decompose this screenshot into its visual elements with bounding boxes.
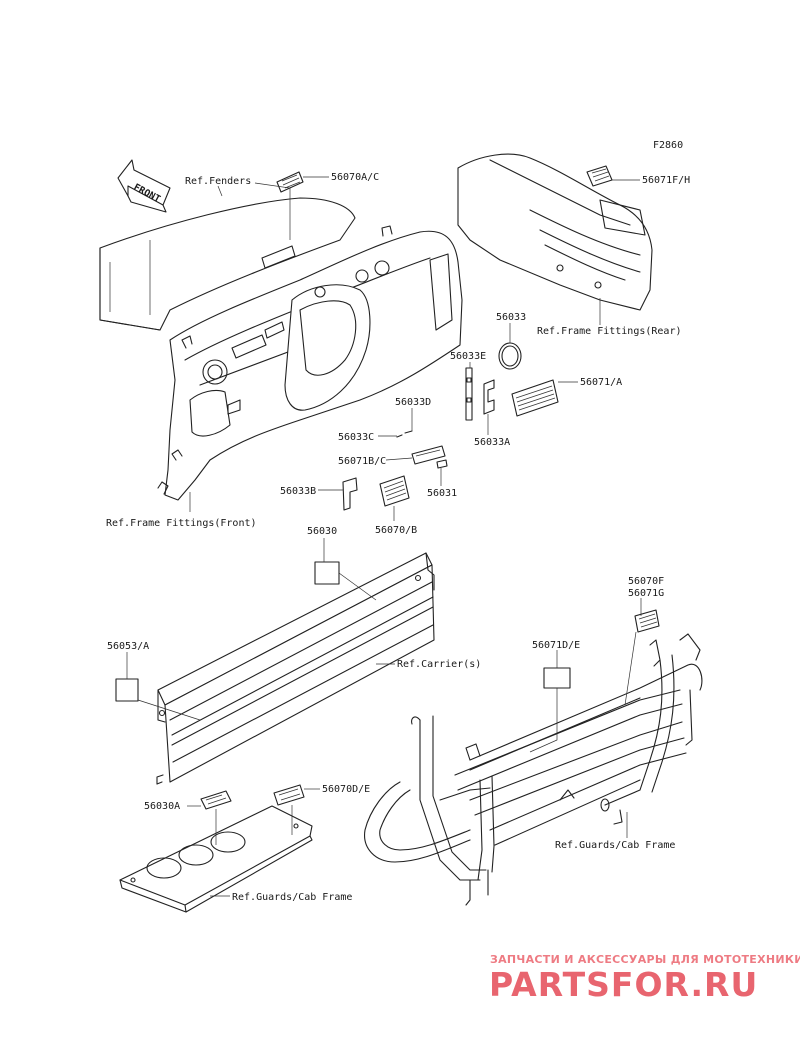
label-56070f: 56070F	[628, 576, 664, 587]
label-56030: 56030	[307, 526, 337, 537]
decal-56071de	[543, 667, 571, 689]
label-56033d: 56033D	[395, 397, 431, 408]
decal-56070de	[273, 784, 305, 806]
front-arrow-icon: FRONT	[117, 159, 171, 213]
clamp-56033	[498, 342, 522, 370]
label-ref-frame-rear: Ref.Frame Fittings(Rear)	[537, 326, 682, 337]
label-ref-guards-right: Ref.Guards/Cab Frame	[555, 840, 675, 851]
label-56071fh: 56071F/H	[642, 175, 690, 186]
label-ref-guards-left: Ref.Guards/Cab Frame	[232, 892, 352, 903]
bracket-56033a	[483, 379, 495, 415]
label-56033: 56033	[496, 312, 526, 323]
floor-plate	[119, 805, 313, 913]
decal-56071fh	[586, 165, 613, 187]
bracket-56033b	[342, 477, 358, 511]
decal-56030a	[200, 790, 232, 810]
label-56070ac: 56070A/C	[331, 172, 379, 183]
watermark-brand: PARTSFOR.RU	[489, 965, 758, 1004]
decal-56070b	[379, 475, 410, 507]
label-56071g: 56071G	[628, 588, 664, 599]
label-ref-fenders: Ref.Fenders	[185, 176, 251, 187]
carrier-panel	[156, 552, 435, 785]
leader-lines	[126, 176, 642, 897]
part-56033c	[396, 430, 413, 438]
watermark: ЗАПЧАСТИ И АКСЕССУАРЫ ДЛЯ МОТОТЕХНИКИ PA…	[489, 953, 800, 1004]
label-56071a: 56071/A	[580, 377, 622, 388]
cab-frame-tube	[364, 633, 703, 906]
label-56031: 56031	[427, 488, 457, 499]
label-56033b: 56033B	[280, 486, 316, 497]
decal-56071a	[511, 379, 559, 417]
label-56070b: 56070/B	[375, 525, 417, 536]
watermark-tagline: ЗАПЧАСТИ И АКСЕССУАРЫ ДЛЯ МОТОТЕХНИКИ	[490, 953, 800, 966]
decal-56070f	[634, 609, 660, 633]
decal-56053a	[115, 678, 139, 702]
label-56071de: 56071D/E	[532, 640, 580, 651]
fender-panel	[99, 197, 356, 331]
label-ref-frame-front: Ref.Frame Fittings(Front)	[106, 518, 257, 529]
part-56031	[436, 459, 448, 469]
label-56033c: 56033C	[338, 432, 374, 443]
label-ref-carriers: Ref.Carrier(s)	[397, 659, 481, 670]
label-56071bc: 56071B/C	[338, 456, 386, 467]
label-56070de: 56070D/E	[322, 784, 370, 795]
label-56053a: 56053/A	[107, 641, 149, 652]
label-56033a: 56033A	[474, 437, 510, 448]
label-56033e: 56033E	[450, 351, 486, 362]
rear-frame-fittings	[457, 153, 653, 311]
decal-56030	[314, 561, 340, 585]
dashboard-frame	[157, 225, 463, 501]
callout-labels: Ref.Fenders 56070A/C 56071F/H Ref.Frame …	[106, 172, 690, 903]
strip-56033e	[465, 367, 473, 421]
figure-code: F2860	[653, 140, 683, 151]
label-56030a: 56030A	[144, 801, 180, 812]
decal-56071bc	[411, 445, 446, 465]
